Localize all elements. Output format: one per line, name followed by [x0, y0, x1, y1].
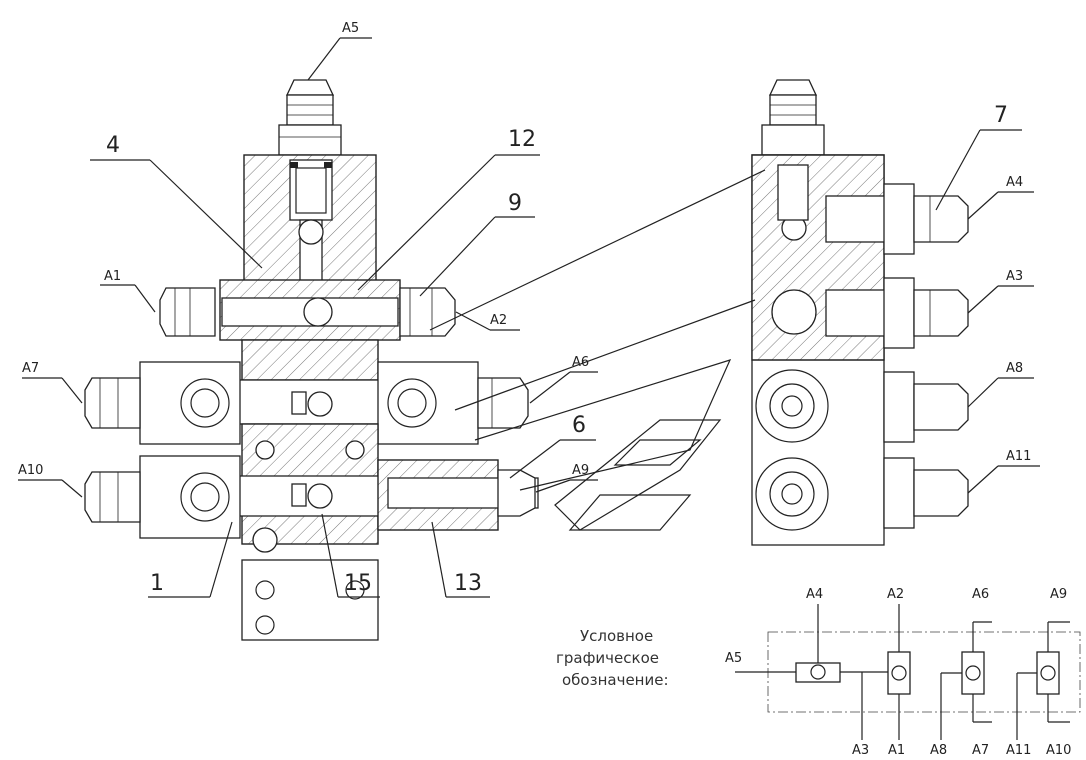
item-9: 9: [508, 191, 522, 216]
sym-bot-a1: A1: [888, 743, 905, 758]
sym-top-a9: A9: [1050, 587, 1067, 602]
leader-lines: [18, 37, 1040, 598]
sym-bot-a7: A7: [972, 743, 989, 758]
label-a6: A6: [572, 355, 589, 370]
label-a11: A11: [1006, 449, 1031, 464]
schematic-symbol: Условное графическое обозначение: A5 A4 …: [556, 587, 1081, 758]
fitting-a1: [159, 287, 216, 337]
item-13: 13: [454, 571, 482, 596]
fitting-a7-block: [84, 361, 241, 445]
sym-bot-a11: A11: [1006, 743, 1031, 758]
port-label-group: A5 A1 A2 A7 A6 A10 A9 A4 A3 A8 A11: [18, 21, 1031, 478]
side-fitting-a5: [761, 79, 825, 156]
sym-top-a2: A2: [887, 587, 904, 602]
side-fitting-a3: [883, 277, 969, 349]
label-a5: A5: [342, 21, 359, 36]
label-a4: A4: [1006, 175, 1023, 190]
fitting-a6-block: [377, 361, 529, 445]
caption-line-3: обозначение:: [562, 671, 669, 689]
sym-bot-a8: A8: [930, 743, 947, 758]
side-fitting-a8: [755, 369, 969, 443]
caption-line-2: графическое: [556, 649, 659, 667]
label-a10: A10: [18, 463, 43, 478]
item-number-group: 4 12 9 7 6 1 15 13: [106, 103, 1008, 596]
side-fitting-a4: [883, 183, 969, 255]
label-a8: A8: [1006, 361, 1023, 376]
fitting-a5: [278, 79, 342, 156]
section-lines: [429, 169, 766, 531]
fitting-a9-nozzle: [377, 459, 539, 531]
sym-top-a4: A4: [806, 587, 823, 602]
item-7: 7: [994, 103, 1008, 128]
side-fitting-a11: [755, 457, 969, 531]
sym-bot-a10: A10: [1046, 743, 1071, 758]
label-a3: A3: [1006, 269, 1023, 284]
label-a7: A7: [22, 361, 39, 376]
item-4: 4: [106, 133, 120, 158]
sym-bot-a3: A3: [852, 743, 869, 758]
fitting-a2: [399, 287, 456, 337]
item-1: 1: [150, 571, 164, 596]
side-view: [751, 79, 969, 546]
label-a9: A9: [572, 463, 589, 478]
item-12: 12: [508, 127, 536, 152]
label-a2: A2: [490, 313, 507, 328]
caption-line-1: Условное: [580, 627, 653, 645]
section-view: [84, 79, 539, 641]
item-15: 15: [344, 571, 372, 596]
label-a1: A1: [104, 269, 121, 284]
item-6: 6: [572, 413, 586, 438]
fitting-a10-block: [84, 455, 241, 539]
sym-label-a5: A5: [725, 651, 742, 666]
sym-top-a6: A6: [972, 587, 989, 602]
